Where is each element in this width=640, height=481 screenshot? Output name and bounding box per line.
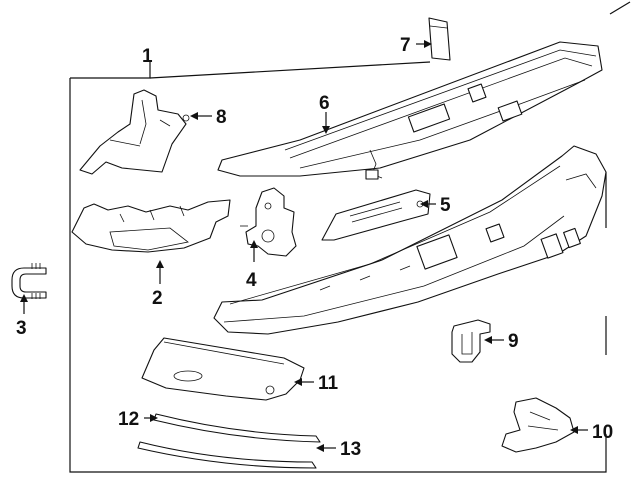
part-13-trim [137,441,317,469]
callout-3: 3 [16,318,27,339]
callout-11: 11 [318,373,339,394]
part-8-bracket [79,89,190,175]
callout-5: 5 [440,195,451,216]
callout-9: 9 [508,331,519,352]
callout-13: 13 [340,439,361,460]
callout-8: 8 [216,107,227,128]
callout-6: 6 [319,93,330,114]
part-6-step-pad [217,41,603,180]
part-4-hitch-bracket [240,187,297,257]
part-7-pad [428,17,451,61]
part-5-plate [321,189,431,241]
part-9-clip [451,319,491,363]
leader-lines [20,40,588,452]
bumper-face-bar [213,145,607,335]
callout-1: 1 [142,46,153,67]
callout-12: 12 [118,409,139,430]
callout-4: 4 [246,270,257,291]
part-11-valance [141,337,305,401]
part-2-bracket [71,199,231,253]
callout-10: 10 [592,422,613,443]
part-3-u-bolt [11,263,47,299]
part-10-bracket [501,397,575,453]
frame-corner-line [609,1,631,15]
callout-2: 2 [152,288,163,309]
assembly-frame [69,60,607,473]
part-12-trim [153,413,321,443]
callout-7: 7 [400,35,411,56]
